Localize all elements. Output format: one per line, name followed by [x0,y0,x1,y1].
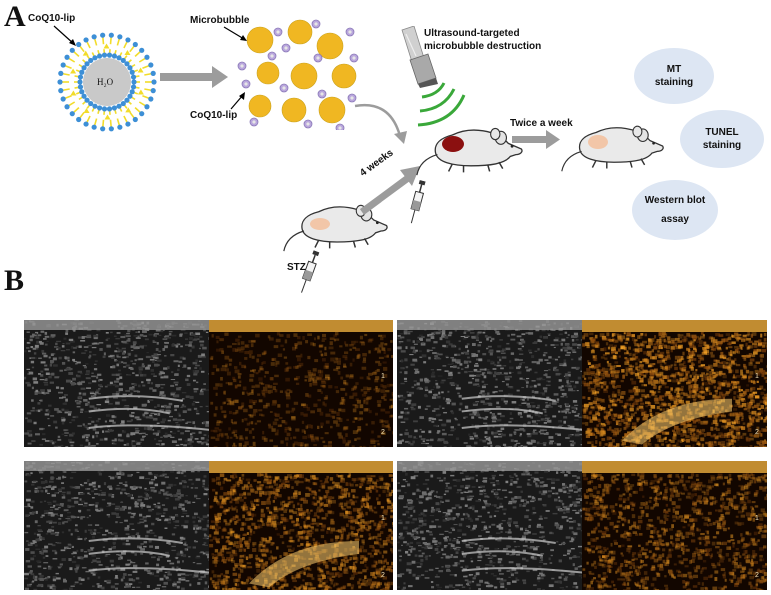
assay-tunel-line2: staining [702,140,742,151]
ultrasound-probe-icon [401,26,438,88]
coq10-lip-pointer-arrow [53,25,76,46]
assay-mt-line1: MT [666,64,682,75]
gray-arrow-1 [160,66,228,88]
scale-tick-label: 1 [755,515,759,523]
assay-tunel-staining: TUNEL staining [680,110,764,168]
stz-mouse [283,204,388,252]
panel-b-letter: B [4,264,25,297]
utmd-label-line2: microbubble destruction [424,41,542,52]
treated-mouse [416,127,523,176]
microbubble-pointer-arrow [223,26,247,41]
scale-tick-label: 1 [381,373,385,381]
assay-western-line2: assay [661,214,689,225]
scale-tick-label: 1 [381,515,385,523]
assay-western-line1: Western blot [644,195,706,206]
coq10-lip-pointer-arrow-2 [230,92,245,110]
four-weeks-arrow [359,166,420,215]
stz-label: STZ [287,262,306,273]
scale-tick-label: 2 [755,429,759,437]
scale-tick-label: 2 [755,571,759,579]
microbubble-cluster [237,19,359,130]
assay-western-blot: Western blot assay [632,180,718,240]
coq10-lip-label: CoQ10-lip [28,13,76,24]
scale-tick-label: 2 [381,429,385,437]
panel-a-letter: A [4,0,26,33]
liposome-core [83,58,131,106]
mouse-heart-light [310,218,330,230]
microbubble-label: Microbubble [190,15,250,26]
assay-tunel-line1: TUNEL [705,127,739,138]
utmd-label-line1: Ultrasound-targeted [424,28,520,39]
twice-a-week-label: Twice a week [510,118,573,129]
curved-arrow [354,103,407,144]
ultrasound-waves-icon [417,82,466,127]
coq10-lip-label-2: CoQ10-lip [190,110,238,121]
final-mouse [561,125,664,172]
scale-tick-label: 2 [381,571,385,579]
assay-mt-staining: MT staining [634,48,714,104]
mouse-heart-dark [442,136,464,152]
mouse-heart-light-2 [588,135,608,149]
assay-mt-line2: staining [654,77,694,88]
twice-a-week-arrow [512,130,560,149]
liposome-core-label: H₂O [97,77,114,87]
scale-tick-label: 1 [755,373,759,381]
coq10-liposome-diagram [57,32,157,132]
